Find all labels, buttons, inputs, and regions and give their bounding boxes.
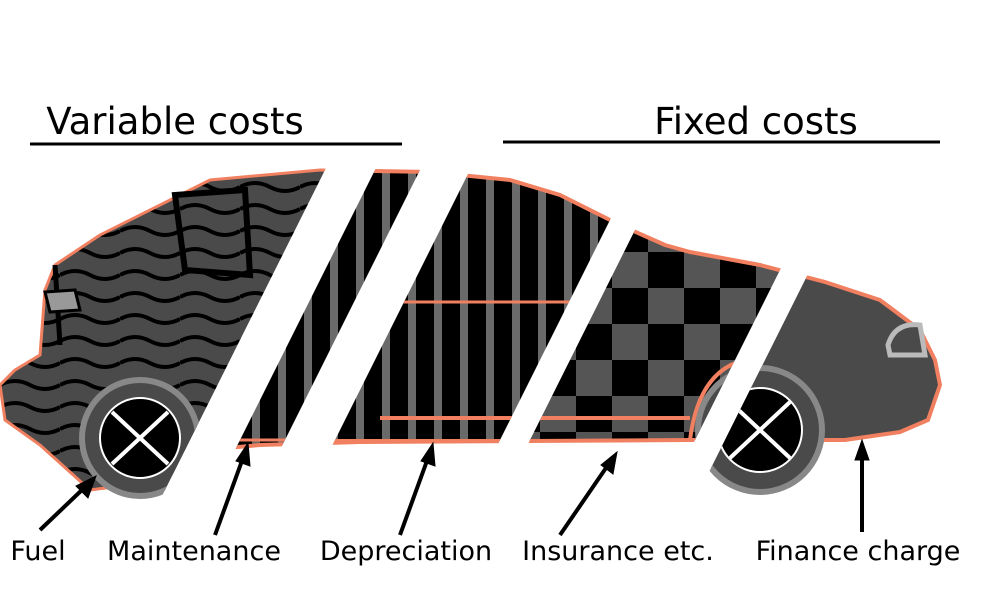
fuel-arrow — [38, 474, 97, 532]
variable-costs-heading: Variable costs — [46, 100, 304, 143]
fuel-segment — [0, 168, 330, 499]
insurance-label: Insurance etc. — [522, 536, 714, 567]
depreciation-label: Depreciation — [320, 536, 492, 567]
depreciation-arrow — [398, 441, 436, 536]
fixed-costs-heading: Fixed costs — [654, 100, 858, 143]
insurance-arrow — [558, 450, 618, 537]
finance-arrow — [854, 438, 870, 532]
finance-label: Finance charge — [756, 536, 961, 567]
maintenance-label: Maintenance — [107, 536, 281, 567]
fuel-label: Fuel — [10, 536, 65, 567]
maintenance-arrow — [213, 441, 251, 536]
